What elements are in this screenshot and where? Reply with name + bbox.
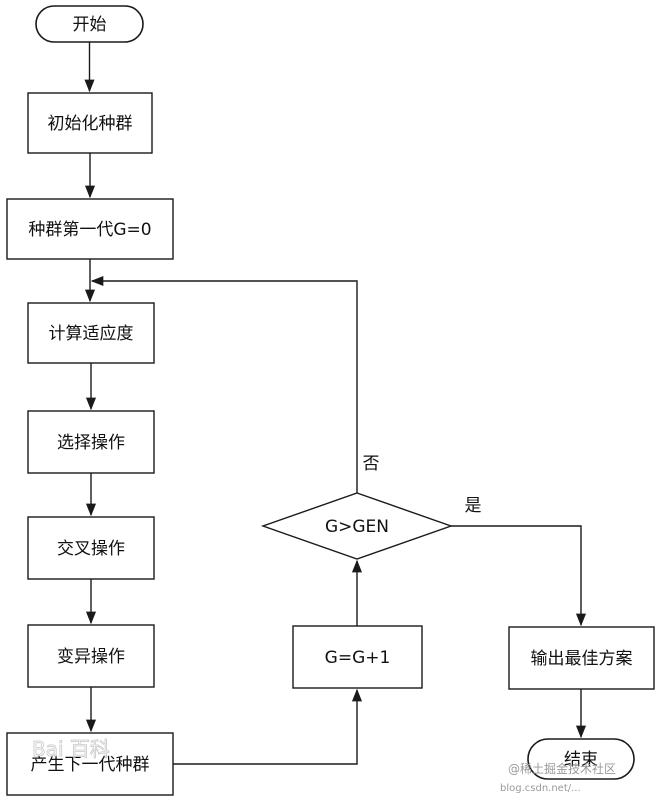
crossover-node: 交叉操作: [27, 516, 155, 580]
init-population-node: 初始化种群: [27, 92, 153, 154]
decision-node: G>GEN: [260, 492, 454, 560]
next-generation-node: 产生下一代种群: [6, 732, 174, 796]
increment-label: G=G+1: [325, 648, 391, 668]
mutation-node: 变异操作: [27, 624, 155, 688]
compute-fitness-label: 计算适应度: [49, 324, 134, 344]
edge-label-yes: 是: [465, 496, 482, 516]
baidu-watermark: Bai 百科: [32, 737, 110, 761]
output-best-node: 输出最佳方案: [508, 626, 655, 690]
compute-fitness-node: 计算适应度: [27, 302, 155, 364]
decision-label: G>GEN: [325, 517, 389, 537]
start-label: 开始: [73, 15, 107, 35]
first-generation-label: 种群第一代G=0: [28, 220, 151, 240]
edge-label-no: 否: [363, 454, 380, 474]
start-node: 开始: [35, 5, 144, 43]
first-generation-node: 种群第一代G=0: [6, 198, 174, 260]
crossover-label: 交叉操作: [57, 539, 125, 559]
arrow-decision-yes: [451, 525, 587, 627]
next-generation-label: 产生下一代种群: [31, 755, 150, 775]
selection-label: 选择操作: [57, 433, 125, 453]
end-label: 结束: [564, 750, 598, 770]
arrow-decision-no-loop: [90, 275, 358, 493]
end-node: 结束: [527, 738, 635, 780]
mutation-label: 变异操作: [57, 647, 125, 667]
output-best-label: 输出最佳方案: [531, 649, 633, 669]
credit-url-watermark: blog.csdn.net/...: [500, 783, 581, 794]
increment-node: G=G+1: [292, 625, 423, 689]
selection-node: 选择操作: [27, 410, 155, 474]
init-population-label: 初始化种群: [48, 114, 133, 134]
arrow-next-to-increment: [173, 688, 363, 765]
credit-watermark: @稀土掘金技术社区: [508, 761, 616, 776]
